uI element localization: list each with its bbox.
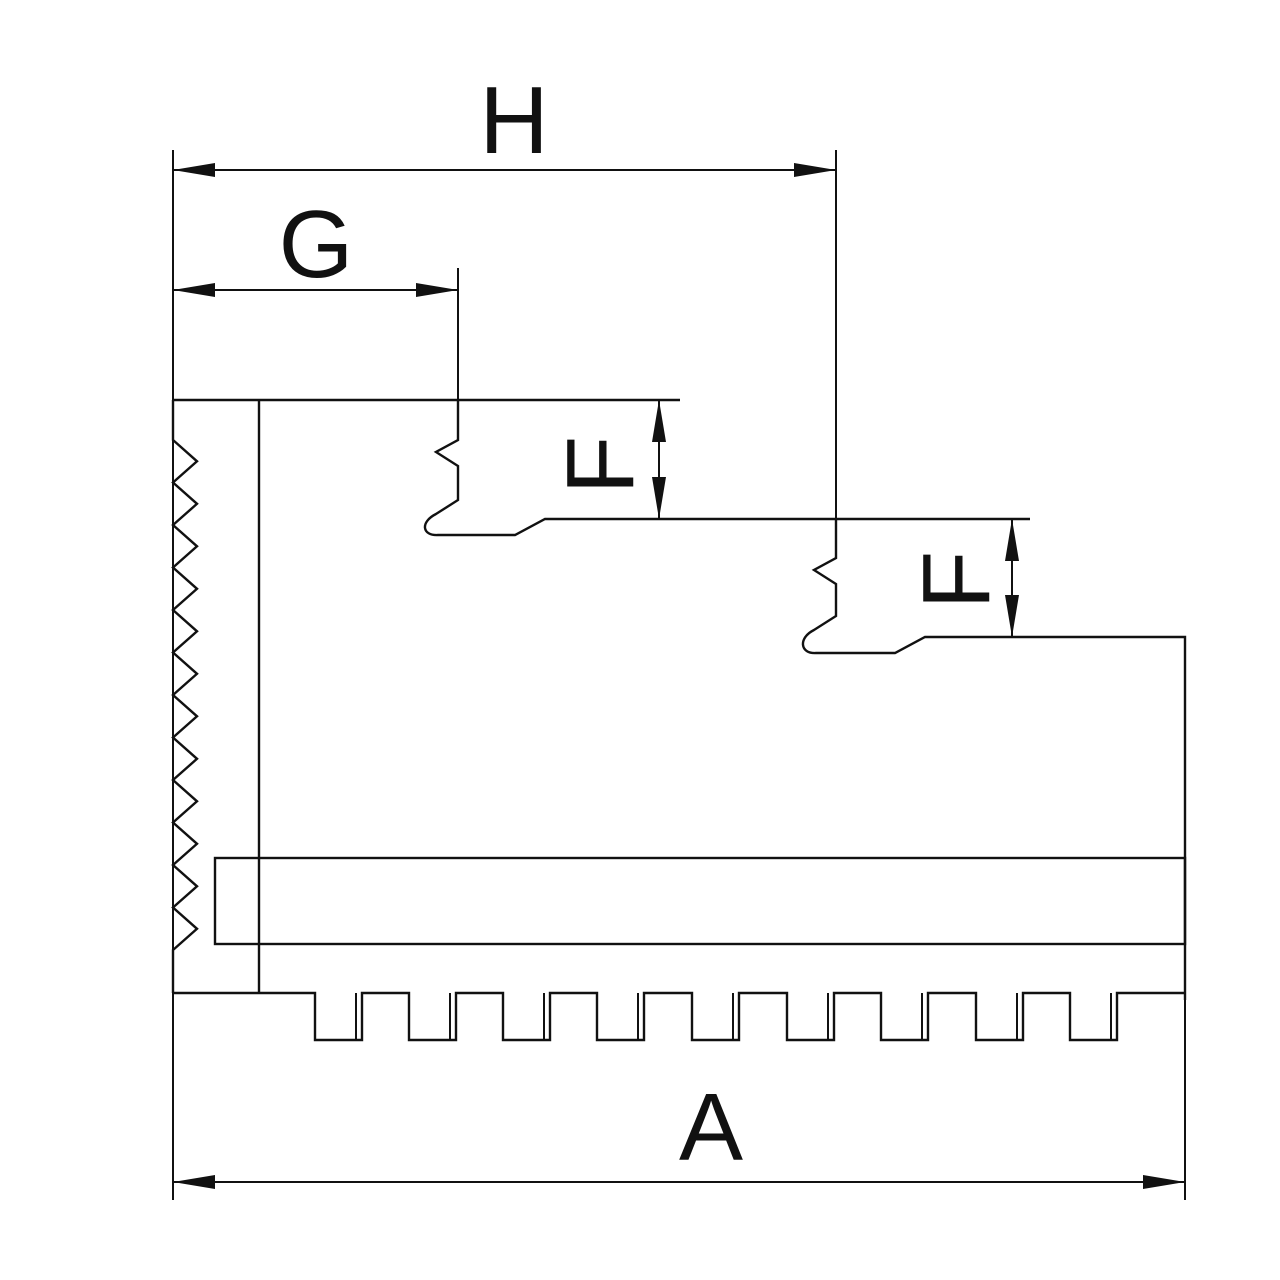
arrowhead-g-right <box>416 283 458 297</box>
left-serrated-face <box>171 400 199 993</box>
jaw-outline <box>173 398 1187 1000</box>
arrowhead-a-right <box>1143 1175 1185 1189</box>
arrowhead-f-lower-top <box>1005 519 1019 561</box>
arrowhead-f-upper-bottom <box>652 477 666 519</box>
dimension-f-lower: F <box>903 519 1019 637</box>
dimension-g: G <box>173 191 458 298</box>
bottom-rack-teeth <box>173 991 1185 1042</box>
guide-slot <box>213 856 1187 946</box>
arrowhead-a-left <box>173 1175 215 1189</box>
dimension-label-a: A <box>679 1074 743 1181</box>
dimension-label-f-upper: F <box>547 436 654 495</box>
extension-lines <box>172 150 1186 1200</box>
dimension-f-upper: F <box>547 400 666 519</box>
arrowhead-h-right <box>794 163 836 177</box>
arrowhead-f-lower-bottom <box>1005 595 1019 637</box>
rack-teeth-inner-lines <box>355 993 1112 1040</box>
dimension-label-f-lower: F <box>903 551 1010 610</box>
arrowhead-g-left <box>173 283 215 297</box>
jaw-upper-step-profile <box>423 400 1030 537</box>
jaw-lower-step-profile <box>801 519 1187 1000</box>
dimension-label-g: G <box>279 191 354 298</box>
arrowhead-f-upper-top <box>652 400 666 442</box>
arrowhead-h-left <box>173 163 215 177</box>
dimension-h: H <box>173 67 836 177</box>
dimension-label-h: H <box>479 67 548 174</box>
dimension-a: A <box>173 1074 1185 1189</box>
